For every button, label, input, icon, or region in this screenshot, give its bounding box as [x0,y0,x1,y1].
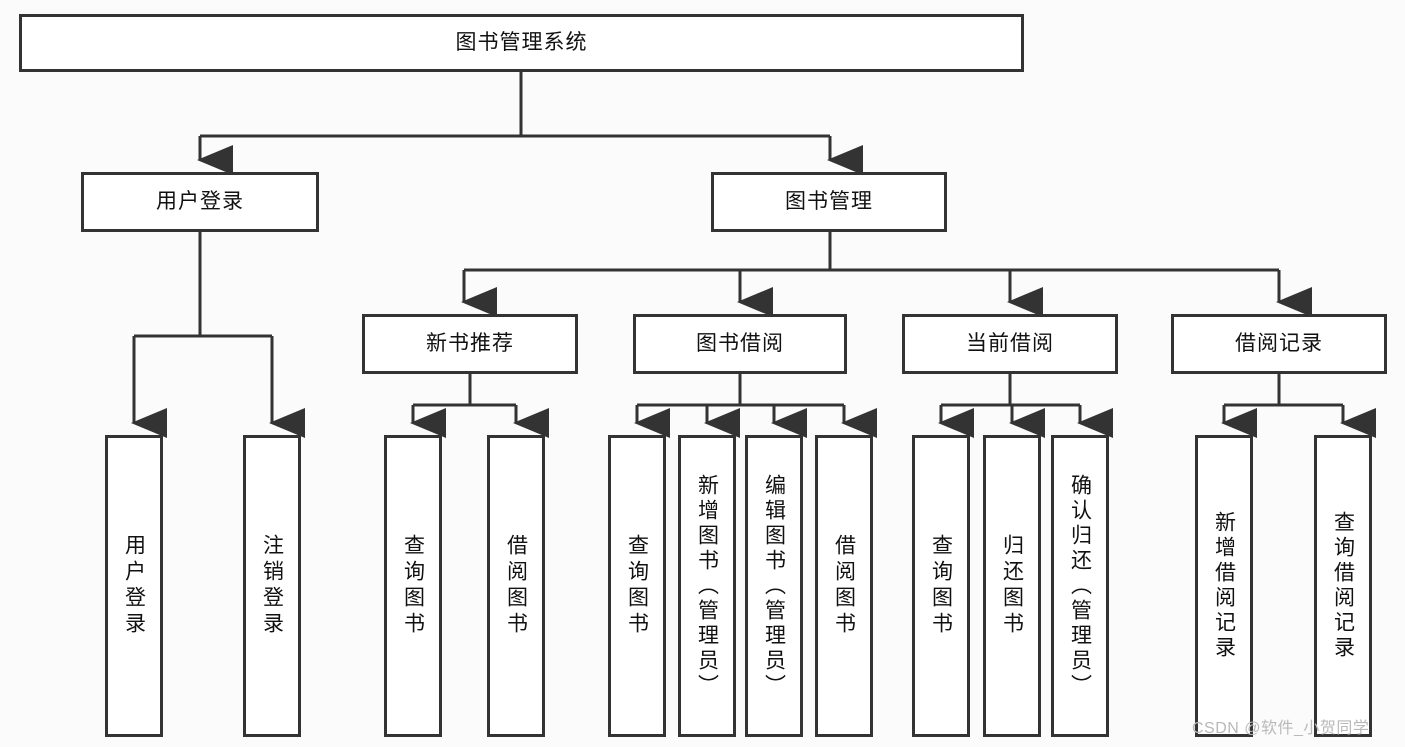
node-leaf-query-book-1[interactable]: 查询图书 [384,435,442,737]
node-borrow-record[interactable]: 借阅记录 [1171,314,1387,374]
node-leaf-logout[interactable]: 注销登录 [243,435,301,737]
node-new-book-rec[interactable]: 新书推荐 [362,314,578,374]
node-leaf-add-book-label: 新增图书（管理员） [695,473,719,699]
node-leaf-user-login-label: 用户登录 [122,534,146,638]
node-leaf-logout-label: 注销登录 [260,534,284,638]
node-user-login-label: 用户登录 [156,189,244,213]
node-book-borrow-label: 图书借阅 [696,331,784,355]
node-leaf-query-book-1-label: 查询图书 [401,534,425,638]
node-leaf-query-record-label: 查询借阅记录 [1331,511,1355,661]
node-leaf-return-book-label: 归还图书 [1000,534,1024,638]
node-leaf-user-login[interactable]: 用户登录 [105,435,163,737]
node-current-borrow[interactable]: 当前借阅 [902,314,1118,374]
node-root-label: 图书管理系统 [455,30,588,54]
node-new-book-rec-label: 新书推荐 [426,331,514,355]
node-book-manage[interactable]: 图书管理 [711,172,947,232]
node-leaf-edit-book-label: 编辑图书（管理员） [762,473,786,699]
node-leaf-edit-book[interactable]: 编辑图书（管理员） [745,435,803,737]
node-leaf-add-record[interactable]: 新增借阅记录 [1195,435,1253,737]
node-root[interactable]: 图书管理系统 [19,14,1024,72]
node-leaf-add-record-label: 新增借阅记录 [1212,511,1236,661]
node-leaf-borrow-book-1[interactable]: 借阅图书 [487,435,545,737]
node-current-borrow-label: 当前借阅 [966,331,1054,355]
node-leaf-query-book-3-label: 查询图书 [929,534,953,638]
watermark-text: CSDN @软件_小贺同学 [1192,720,1370,737]
node-leaf-borrow-book-2-label: 借阅图书 [832,534,856,638]
node-user-login[interactable]: 用户登录 [81,172,319,232]
node-leaf-query-book-3[interactable]: 查询图书 [912,435,970,737]
node-leaf-return-book[interactable]: 归还图书 [983,435,1041,737]
node-book-borrow[interactable]: 图书借阅 [633,314,847,374]
node-leaf-add-book[interactable]: 新增图书（管理员） [678,435,736,737]
node-leaf-borrow-book-2[interactable]: 借阅图书 [815,435,873,737]
node-leaf-confirm-return[interactable]: 确认归还（管理员） [1051,435,1109,737]
node-borrow-record-label: 借阅记录 [1235,331,1323,355]
node-book-manage-label: 图书管理 [785,189,873,213]
node-leaf-query-book-2-label: 查询图书 [625,534,649,638]
node-leaf-query-record[interactable]: 查询借阅记录 [1314,435,1372,737]
node-leaf-query-book-2[interactable]: 查询图书 [608,435,666,737]
node-leaf-borrow-book-1-label: 借阅图书 [504,534,528,638]
node-leaf-confirm-return-label: 确认归还（管理员） [1068,473,1092,699]
